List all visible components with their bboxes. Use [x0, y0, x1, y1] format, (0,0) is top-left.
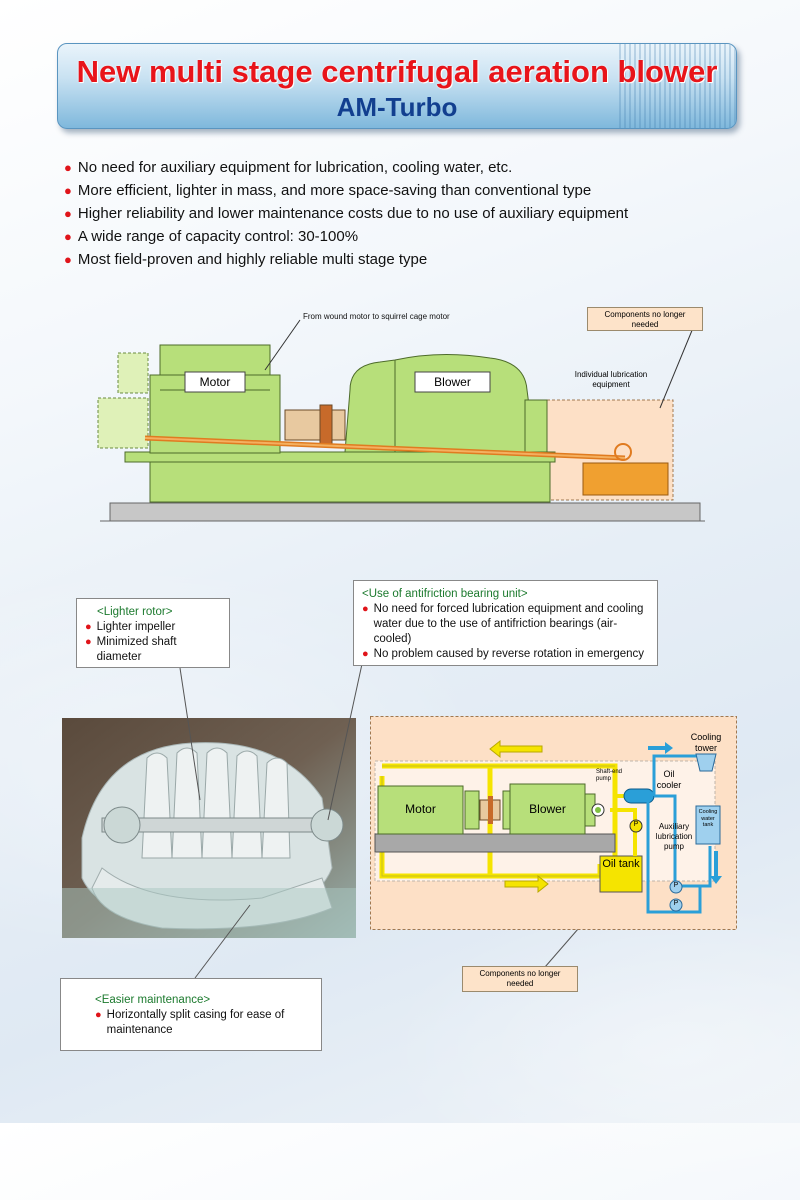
lubrication-equipment-label: Individual lubrication equipment: [574, 370, 648, 389]
callout-item: ●Minimized shaft diameter: [85, 636, 177, 663]
feature-item: ●A wide range of capacity control: 30-10…: [64, 228, 359, 245]
components-no-longer-needed-label: Components no longer needed: [462, 966, 578, 992]
background-swirl: [380, 900, 800, 1200]
blower-label: Blower: [434, 375, 471, 389]
water-pump-p-label: P: [673, 882, 679, 889]
feature-list: ●No need for auxiliary equipment for lub…: [64, 158, 628, 273]
lubrication-schematic: [370, 716, 737, 930]
callout-heading: <Easier maintenance>: [95, 994, 211, 1006]
cooling-water-tank-label: Cooling water tank: [698, 809, 718, 828]
callout-heading: <Use of antifriction bearing unit>: [362, 588, 528, 600]
callout-item: ●No problem caused by reverse rotation i…: [362, 648, 645, 660]
banner-stripe: [616, 44, 736, 128]
callout-item: ●No need for forced lubrication equipmen…: [362, 603, 644, 645]
page-title: New multi stage centrifugal aeration blo…: [76, 54, 718, 89]
feature-item: ●More efficient, lighter in mass, and mo…: [64, 182, 592, 199]
callout-item: ●Lighter impeller: [85, 621, 176, 633]
page-subtitle: AM-Turbo: [336, 92, 458, 122]
oil-cooler-label: Oil cooler: [656, 769, 682, 790]
antifriction-bearing-callout: <Use of antifriction bearing unit> ●No n…: [353, 580, 658, 666]
auxiliary-pump-label: Auxiliary lubrication pump: [655, 822, 693, 851]
easier-maintenance-callout: <Easier maintenance> ●Horizontally split…: [60, 978, 322, 1051]
blower-cutaway-photo: [62, 718, 356, 938]
motor-note-label: From wound motor to squirrel cage motor: [303, 312, 450, 321]
bullet-icon: ●: [362, 603, 369, 615]
lighter-rotor-callout: <Lighter rotor> ●Lighter impeller ●Minim…: [76, 598, 230, 668]
bullet-icon: ●: [362, 648, 369, 660]
components-no-longer-needed-label: Components no longer needed: [587, 307, 703, 331]
aux-pump-p-label: P: [633, 821, 639, 828]
schematic-blower-label: Blower: [529, 802, 566, 816]
schematic-motor-label: Motor: [405, 802, 436, 816]
bullet-icon: ●: [85, 621, 92, 633]
cooling-tower-label: Cooling tower: [690, 732, 722, 753]
bullet-icon: ●: [64, 183, 72, 198]
feature-item: ●Higher reliability and lower maintenanc…: [64, 205, 629, 222]
bullet-icon: ●: [85, 636, 92, 648]
bullet-icon: ●: [64, 206, 72, 221]
feature-item: ●No need for auxiliary equipment for lub…: [64, 159, 513, 176]
water-pump-p-label: P: [673, 900, 679, 907]
blower-side-view-diagram: [97, 319, 705, 522]
bullet-icon: ●: [64, 229, 72, 244]
feature-item: ●Most field-proven and highly reliable m…: [64, 251, 428, 268]
oil-tank-label: Oil tank: [602, 858, 640, 870]
bullet-icon: ●: [95, 1009, 102, 1021]
bullet-icon: ●: [64, 160, 72, 175]
title-banner: New multi stage centrifugal aeration blo…: [57, 43, 737, 129]
callout-heading: <Lighter rotor>: [97, 606, 173, 618]
bullet-icon: ●: [64, 252, 72, 267]
shaft-end-pump-label: Shaft-end pump: [596, 769, 623, 782]
callout-item: ●Horizontally split casing for ease of m…: [95, 1009, 285, 1036]
motor-label: Motor: [199, 375, 231, 389]
